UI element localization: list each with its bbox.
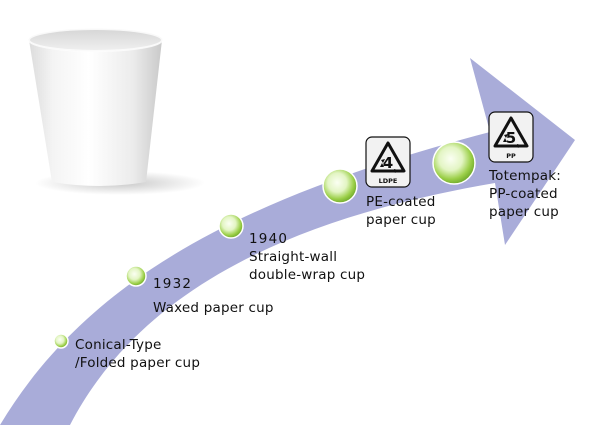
milestone-text-line: paper cup: [366, 212, 436, 228]
recycle-abbr-pp: PP: [506, 152, 516, 160]
milestone-text-line: Conical-Type: [75, 337, 162, 353]
milestone-text-line: Straight-wall: [249, 249, 338, 265]
milestone-year: 1940: [249, 231, 289, 247]
milestone-conical-type: Conical-Type /Folded paper cup: [75, 336, 200, 372]
recycle-abbr-ldpe: LDPE: [379, 177, 398, 185]
paper-cup-photo: [28, 28, 205, 195]
milestone-text-line: Waxed paper cup: [153, 300, 274, 316]
milestone-text-line: double-wrap cup: [249, 267, 366, 283]
recycle-triangle-icon: [493, 116, 529, 148]
milestone-text-line: Totempak:: [489, 168, 561, 184]
recycle-code-5: 5: [506, 129, 516, 147]
milestone-text-line: /Folded paper cup: [75, 355, 201, 371]
recycle-symbol-pp: 5 PP: [488, 111, 534, 163]
timeline-node-4: [322, 168, 358, 204]
timeline-arrow: [0, 58, 575, 425]
timeline-node-2: [125, 265, 147, 287]
timeline-node-5: [432, 141, 476, 185]
timeline-node-3: [218, 213, 244, 239]
milestone-text-line: PP-coated: [489, 186, 558, 202]
milestone-year: 1932: [153, 276, 193, 292]
timeline-node-1: [53, 333, 69, 349]
milestone-pe-coated: PE-coated paper cup: [366, 193, 436, 229]
milestone-text-line: paper cup: [489, 204, 559, 220]
milestone-1932: 1932 Waxed paper cup: [153, 275, 274, 317]
recycle-code-4: 4: [383, 154, 393, 172]
recycle-triangle-icon: [370, 141, 406, 173]
milestone-totempak: Totempak: PP-coated paper cup: [489, 167, 561, 221]
milestone-text-line: PE-coated: [366, 194, 436, 210]
milestone-1940: 1940 Straight-wall double-wrap cup: [249, 230, 365, 284]
recycle-symbol-ldpe: 4 LDPE: [365, 136, 411, 188]
